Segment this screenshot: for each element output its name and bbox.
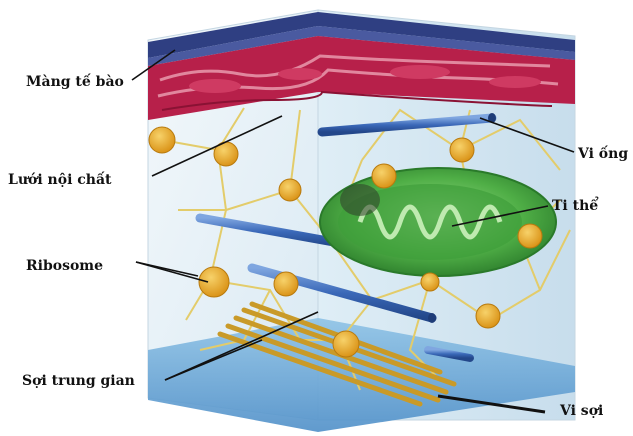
label-microfilament: Vi sợi (559, 403, 603, 419)
ribosome (274, 272, 298, 296)
ribosome (450, 138, 474, 162)
ribosome (279, 179, 301, 201)
label-mitochondrion: Ti thể (552, 196, 599, 214)
ribosome (149, 127, 175, 153)
ribosome (476, 304, 500, 328)
ribosome (372, 164, 396, 188)
label-ribosome: Ribosome (26, 258, 103, 274)
ribosome (518, 224, 542, 248)
ribosome (421, 273, 439, 291)
ribosome (333, 331, 359, 357)
label-intermediate: Sợi trung gian (22, 373, 135, 389)
label-er: Lưới nội chất (8, 170, 112, 188)
mitochondrion (320, 168, 556, 276)
label-microtubule: Vi ống (577, 144, 628, 162)
ribosome (199, 267, 229, 297)
label-membrane: Màng tế bào (26, 72, 124, 90)
